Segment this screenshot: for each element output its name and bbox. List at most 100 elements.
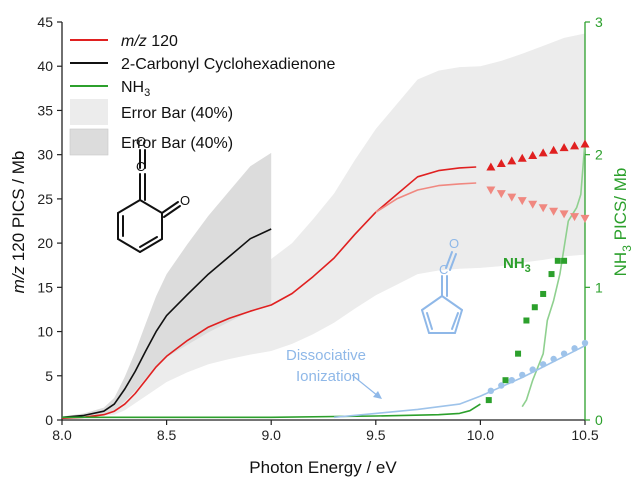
x-tick-label-0: 8.0 <box>52 427 72 443</box>
x-tick-label-4: 10.0 <box>467 427 494 443</box>
y-axis-right-title: NH3 PICS/ Mb <box>611 168 634 277</box>
marker-0-6 <box>549 145 559 154</box>
marker-3-4 <box>529 366 536 373</box>
series-markers <box>485 139 590 404</box>
annotation-ionization: Ionization <box>296 368 360 385</box>
legend-label-errorbar-light: Error Bar (40%) <box>121 105 233 122</box>
legend: m/z 120 2-Carbonyl Cyclohexadienone NH3 … <box>69 33 335 156</box>
legend-label-mz120-italic: m/z <box>121 33 147 50</box>
marker-3-3 <box>519 371 526 379</box>
molecule-cyclohexadienone-icon <box>117 149 181 253</box>
series-line-2 <box>61 228 272 419</box>
marker-3-7 <box>560 350 568 357</box>
annotation-nh3-main: NH <box>503 255 525 272</box>
marker-1-0 <box>486 186 496 195</box>
legend-label-errorbar-dark: Error Bar (40%) <box>121 135 233 152</box>
error-bands <box>62 33 585 420</box>
marker-2-3 <box>523 317 530 324</box>
marker-2-5 <box>540 290 547 297</box>
y-left-tick-label-7: 35 <box>37 102 53 118</box>
x-tick-label-2: 9.0 <box>261 427 281 443</box>
y-right-tick-label-3: 3 <box>595 14 603 30</box>
molecule-fulvenone-o: O <box>449 236 459 251</box>
y-left-tick-label-2: 10 <box>37 324 53 340</box>
marker-3-6 <box>550 355 557 363</box>
marker-0-4 <box>528 151 538 160</box>
marker-0-3 <box>517 153 527 162</box>
marker-2-4 <box>531 304 538 311</box>
y-left-tick-label-8: 40 <box>37 58 53 74</box>
legend-label-mz120: m/z 120 <box>121 33 178 50</box>
legend-label-nh3-sub: 3 <box>144 87 150 99</box>
molecule-o-top: O <box>136 134 146 149</box>
y-left-title-italic: m/z <box>9 265 28 293</box>
y-left-tick-label-3: 15 <box>37 279 53 295</box>
y-left-tick-label-1: 5 <box>45 368 53 384</box>
marker-0-8 <box>570 141 580 150</box>
legend-swatch-errorbar-dark <box>69 128 109 156</box>
x-tick-label-1: 8.5 <box>157 427 177 443</box>
y-left-tick-label-5: 25 <box>37 191 53 207</box>
marker-2-2 <box>515 350 522 357</box>
marker-3-5 <box>539 361 547 368</box>
molecule-c-label: C <box>136 159 145 174</box>
series-line-3 <box>62 403 481 419</box>
marker-1-9 <box>580 214 590 223</box>
legend-label-mz120-rest: 120 <box>147 33 178 50</box>
legend-label-nh3-main: NH <box>121 79 144 96</box>
x-tick-label-5: 10.5 <box>571 427 598 443</box>
marker-3-1 <box>498 382 505 389</box>
y-right-title-pre: NH <box>611 252 630 277</box>
marker-0-2 <box>507 156 517 165</box>
marker-1-5 <box>538 204 548 213</box>
marker-2-8 <box>561 257 568 264</box>
legend-label-nh3: NH3 <box>121 79 150 99</box>
marker-1-2 <box>507 193 517 202</box>
molecule-fulvenone-c: C <box>439 262 448 277</box>
legend-label-carbonyl: 2-Carbonyl Cyclohexadienone <box>121 56 335 73</box>
marker-3-9 <box>581 339 589 347</box>
y-axis-left-title: m/z 120 PICS / Mb <box>9 151 28 294</box>
x-tick-label-3: 9.5 <box>366 427 386 443</box>
molecule-fulvenone-icon <box>421 251 463 334</box>
annotation-arrowhead <box>373 391 382 399</box>
y-right-title-sub: 3 <box>620 245 634 252</box>
marker-2-1 <box>502 377 509 384</box>
marker-1-4 <box>528 200 538 209</box>
marker-0-7 <box>559 143 569 152</box>
marker-1-8 <box>570 213 580 222</box>
annotation-dissociative: Dissociative <box>286 347 366 364</box>
molecule-o-side: O <box>180 193 190 208</box>
marker-2-6 <box>548 271 555 278</box>
series-line-0 <box>61 166 477 419</box>
marker-0-5 <box>538 148 548 157</box>
marker-1-7 <box>559 210 569 219</box>
marker-3-2 <box>508 377 515 384</box>
annotation-arrow <box>351 374 379 397</box>
series-line-5 <box>333 344 586 419</box>
marker-0-9 <box>580 139 590 148</box>
marker-2-7 <box>554 257 561 264</box>
y-left-title-post: 120 PICS / Mb <box>9 151 28 266</box>
y-right-tick-label-0: 0 <box>595 412 603 428</box>
marker-2-0 <box>485 397 492 404</box>
marker-0-1 <box>496 159 506 168</box>
y-right-tick-label-1: 1 <box>595 279 603 295</box>
marker-0-0 <box>486 162 496 171</box>
annotation-nh3: NH3 <box>503 255 531 275</box>
y-left-tick-label-9: 45 <box>37 14 53 30</box>
y-left-tick-label-0: 0 <box>45 412 53 428</box>
x-axis-title: Photon Energy / eV <box>249 458 397 477</box>
series-line-4 <box>521 141 586 408</box>
y-right-title-post: PICS/ Mb <box>611 168 630 245</box>
y-left-tick-label-6: 30 <box>37 147 53 163</box>
y-left-tick-label-4: 20 <box>37 235 53 251</box>
marker-1-3 <box>517 197 527 206</box>
error-band-1 <box>62 152 272 419</box>
y-right-tick-label-2: 2 <box>595 147 603 163</box>
marker-1-1 <box>496 190 506 199</box>
marker-1-6 <box>549 207 559 216</box>
series-line-1 <box>375 182 477 213</box>
